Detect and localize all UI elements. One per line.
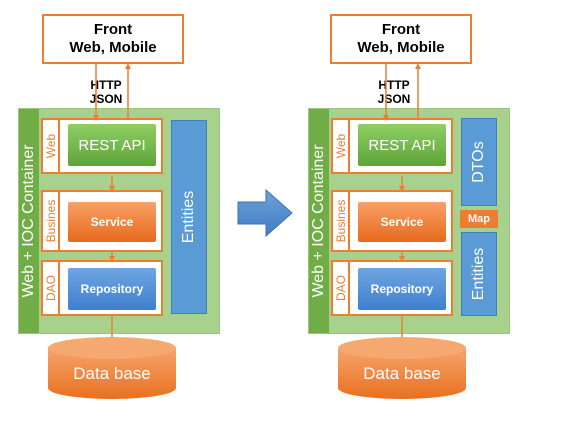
left-database-cylinder — [48, 337, 176, 399]
right-database-label: Data base — [363, 364, 441, 383]
dao-layer-label-right: DAO — [333, 262, 350, 314]
service-label: Service — [90, 215, 134, 229]
entities-column-right: Entities — [461, 232, 497, 316]
protocol-line1: HTTP — [90, 78, 122, 92]
map-box: Map — [460, 210, 498, 228]
front-label-line2: Web, Mobile — [69, 39, 157, 56]
right-database-cylinder — [338, 337, 466, 399]
service-label-right: Service — [380, 215, 424, 229]
repository-label: Repository — [80, 282, 144, 296]
entities-column: Entities — [171, 120, 207, 314]
dtos-column: DTOs — [461, 118, 497, 206]
front-box: Front Web, Mobile — [42, 14, 184, 64]
rest-api-box-right: REST API — [358, 124, 446, 166]
business-layer-label-right: Busines — [333, 192, 350, 250]
service-box-right: Service — [358, 202, 446, 242]
web-layer-label-right: Web — [333, 120, 350, 172]
left-database-label: Data base — [73, 364, 151, 383]
map-label: Map — [468, 213, 490, 225]
rest-api-box: REST API — [68, 124, 156, 166]
rest-api-label-right: REST API — [368, 136, 436, 154]
repository-box: Repository — [68, 268, 156, 310]
service-box: Service — [68, 202, 156, 242]
front-label-line2-right: Web, Mobile — [357, 39, 445, 56]
front-box-right: Front Web, Mobile — [330, 14, 472, 64]
repository-label-right: Repository — [370, 282, 434, 296]
rest-api-label: REST API — [78, 136, 146, 154]
front-label-line1-right: Front — [381, 21, 421, 38]
transition-arrow — [237, 188, 293, 238]
repository-box-right: Repository — [358, 268, 446, 310]
protocol-line2: JSON — [89, 92, 123, 106]
dao-layer-label: DAO — [43, 262, 60, 314]
container-label-strip-right: Web + IOC Container — [309, 109, 329, 333]
web-layer-label: Web — [43, 120, 60, 172]
container-label-strip: Web + IOC Container — [19, 109, 39, 333]
business-layer-label: Busines — [43, 192, 60, 250]
front-label-line1: Front — [93, 21, 133, 38]
protocol-label: HTTP JSON — [86, 78, 126, 106]
